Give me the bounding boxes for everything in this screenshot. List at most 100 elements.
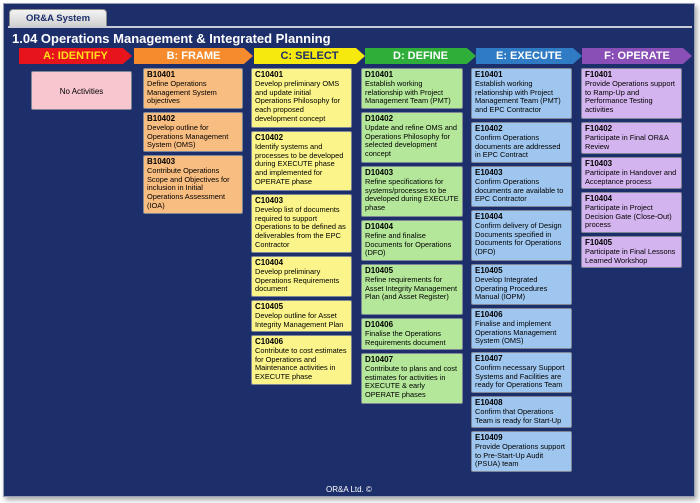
activity-code: F10405 (585, 238, 613, 247)
activity-text: Contribute to cost estimates for Operati… (255, 345, 347, 382)
activity-card[interactable]: E10408 Confirm that Operations Team is r… (471, 396, 572, 428)
activity-code: C10402 (255, 133, 284, 142)
activity-card[interactable]: C10401 Develop preliminary OMS and updat… (251, 68, 352, 128)
activity-text: Refine requirements for Asset Integrity … (365, 274, 458, 302)
activity-code: C10403 (255, 196, 284, 205)
tab-ora-system[interactable]: OR&A System (9, 9, 107, 27)
activity-code: F10403 (585, 159, 613, 168)
activity-text: Provide Operations support to Pre-Start-… (475, 441, 565, 469)
no-activities-box: No Activities (31, 71, 132, 110)
tab-divider (8, 26, 692, 28)
activity-card[interactable]: E10404 Confirm delivery of Design Docume… (471, 210, 572, 261)
activity-code: F10401 (585, 70, 613, 79)
activity-card[interactable]: F10404 Participate in Project Decision G… (581, 192, 682, 233)
activity-text: Refine specifications for systems/proces… (365, 176, 459, 213)
activity-card[interactable]: D10403 Refine specifications for systems… (361, 166, 463, 217)
activity-card[interactable]: C10403 Develop list of documents require… (251, 194, 352, 253)
activity-text: Confirm that Operations Team is ready fo… (475, 406, 562, 425)
activity-code: C10404 (255, 258, 284, 267)
activity-card[interactable]: B10402 Develop outline for Operations Ma… (143, 112, 243, 152)
phase-define-arrow: D: DEFINE (365, 48, 476, 64)
activity-text: Finalise and implement Operations Manage… (475, 318, 557, 346)
activity-text: Contribute Operations Scope and Objectiv… (147, 165, 230, 211)
activity-card[interactable]: C10402 Identify systems and processes to… (251, 131, 352, 191)
activity-text: Participate in Final Lessons Learned Wor… (585, 246, 676, 265)
operate-column: F10401 Provide Operations support to Ram… (581, 68, 682, 271)
phase-select-arrow: C: SELECT (254, 48, 365, 64)
activity-text: Develop outline for Operations Managemen… (147, 122, 229, 150)
activity-code: F10402 (585, 124, 613, 133)
phase-identify-arrow: A: IDENTIFY (19, 48, 132, 64)
activity-text: Establish working relationship with Proj… (365, 78, 451, 106)
activity-code: E10407 (475, 354, 503, 363)
activity-card[interactable]: C10406 Contribute to cost estimates for … (251, 335, 352, 385)
activity-text: Develop Integrated Operating Procedures … (475, 274, 548, 302)
activity-card[interactable]: E10407 Confirm necessary Support Systems… (471, 352, 572, 393)
activity-card[interactable]: D10407 Contribute to plans and cost esti… (361, 353, 463, 404)
activity-card[interactable]: F10403 Participate in Handover and Accep… (581, 157, 682, 189)
activity-code: D10401 (365, 70, 394, 79)
activity-text: Confirm delivery of Design Documents spe… (475, 220, 562, 257)
activity-code: E10402 (475, 124, 503, 133)
activity-card[interactable]: D10405 Refine requirements for Asset Int… (361, 264, 463, 315)
activity-code: E10406 (475, 310, 503, 319)
activity-card[interactable]: F10405 Participate in Final Lessons Lear… (581, 236, 682, 268)
activity-card[interactable]: D10406 Finalise the Operations Requireme… (361, 318, 463, 350)
activity-text: Update and refine OMS and Operations Phi… (365, 122, 458, 159)
define-column: D10401 Establish working relationship wi… (361, 68, 463, 407)
activity-card[interactable]: C10404 Develop preliminary Operations Re… (251, 256, 352, 297)
activity-text: Provide Operations support to Ramp-Up an… (585, 78, 675, 115)
activity-card[interactable]: B10401 Define Operations Management Syst… (143, 68, 243, 109)
activity-code: E10404 (475, 212, 503, 221)
frame-column: B10401 Define Operations Management Syst… (143, 68, 243, 217)
activity-text: Develop list of documents required to su… (255, 204, 346, 250)
phase-operate-arrow: F: OPERATE (582, 48, 692, 64)
activity-code: E10409 (475, 433, 503, 442)
activity-text: Confirm Operations documents are availab… (475, 176, 564, 204)
activity-text: Define Operations Management System obje… (147, 78, 217, 106)
activity-text: Participate in Project Decision Gate (Cl… (585, 202, 672, 230)
page-title: 1.04 Operations Management & Integrated … (12, 31, 331, 46)
activity-card[interactable]: D10401 Establish working relationship wi… (361, 68, 463, 109)
footer-copyright: OR&A Ltd. © (326, 485, 372, 494)
activity-card[interactable]: F10402 Participate in Final OR&A Review (581, 122, 682, 154)
activity-code: D10402 (365, 114, 394, 123)
phase-execute-arrow: E: EXECUTE (476, 48, 582, 64)
activity-card[interactable]: F10401 Provide Operations support to Ram… (581, 68, 682, 119)
activity-code: B10401 (147, 70, 176, 79)
activity-text: Confirm Operations documents are address… (475, 132, 561, 160)
main-panel: OR&A System 1.04 Operations Management &… (3, 3, 695, 497)
activity-code: B10402 (147, 114, 176, 123)
activity-code: B10403 (147, 157, 176, 166)
activity-code: E10403 (475, 168, 503, 177)
activity-code: C10401 (255, 70, 284, 79)
activity-text: Confirm necessary Support Systems and Fa… (475, 362, 565, 390)
activity-code: E10408 (475, 398, 503, 407)
activity-text: Develop preliminary OMS and update initi… (255, 78, 341, 124)
activity-code: D10406 (365, 320, 394, 329)
activity-code: D10404 (365, 222, 394, 231)
activity-card[interactable]: D10402 Update and refine OMS and Operati… (361, 112, 463, 163)
activity-card[interactable]: C10405 Develop outline for Asset Integri… (251, 300, 352, 332)
activity-text: Refine and finalise Documents for Operat… (365, 230, 452, 258)
activity-card[interactable]: E10401 Establish working relationship wi… (471, 68, 572, 119)
activity-code: C10406 (255, 337, 284, 346)
activity-card[interactable]: E10406 Finalise and implement Operations… (471, 308, 572, 349)
activity-card[interactable]: D10404 Refine and finalise Documents for… (361, 220, 463, 261)
select-column: C10401 Develop preliminary OMS and updat… (251, 68, 352, 388)
activity-card[interactable]: E10409 Provide Operations support to Pre… (471, 431, 572, 472)
activity-card[interactable]: E10402 Confirm Operations documents are … (471, 122, 572, 163)
execute-column: E10401 Establish working relationship wi… (471, 68, 572, 475)
activity-text: Contribute to plans and cost estimates f… (365, 363, 458, 400)
activity-code: D10407 (365, 355, 394, 364)
activity-card[interactable]: E10403 Confirm Operations documents are … (471, 166, 572, 207)
activity-code: E10401 (475, 70, 503, 79)
activity-text: Participate in Handover and Acceptance p… (585, 167, 677, 186)
activity-code: D10405 (365, 266, 394, 275)
phase-frame-arrow: B: FRAME (134, 48, 253, 64)
activity-card[interactable]: E10405 Develop Integrated Operating Proc… (471, 264, 572, 305)
activity-text: Establish working relationship with Proj… (475, 78, 561, 115)
activity-text: Develop preliminary Operations Requireme… (255, 266, 340, 294)
activity-text: Participate in Final OR&A Review (585, 132, 669, 151)
activity-card[interactable]: B10403 Contribute Operations Scope and O… (143, 155, 243, 214)
